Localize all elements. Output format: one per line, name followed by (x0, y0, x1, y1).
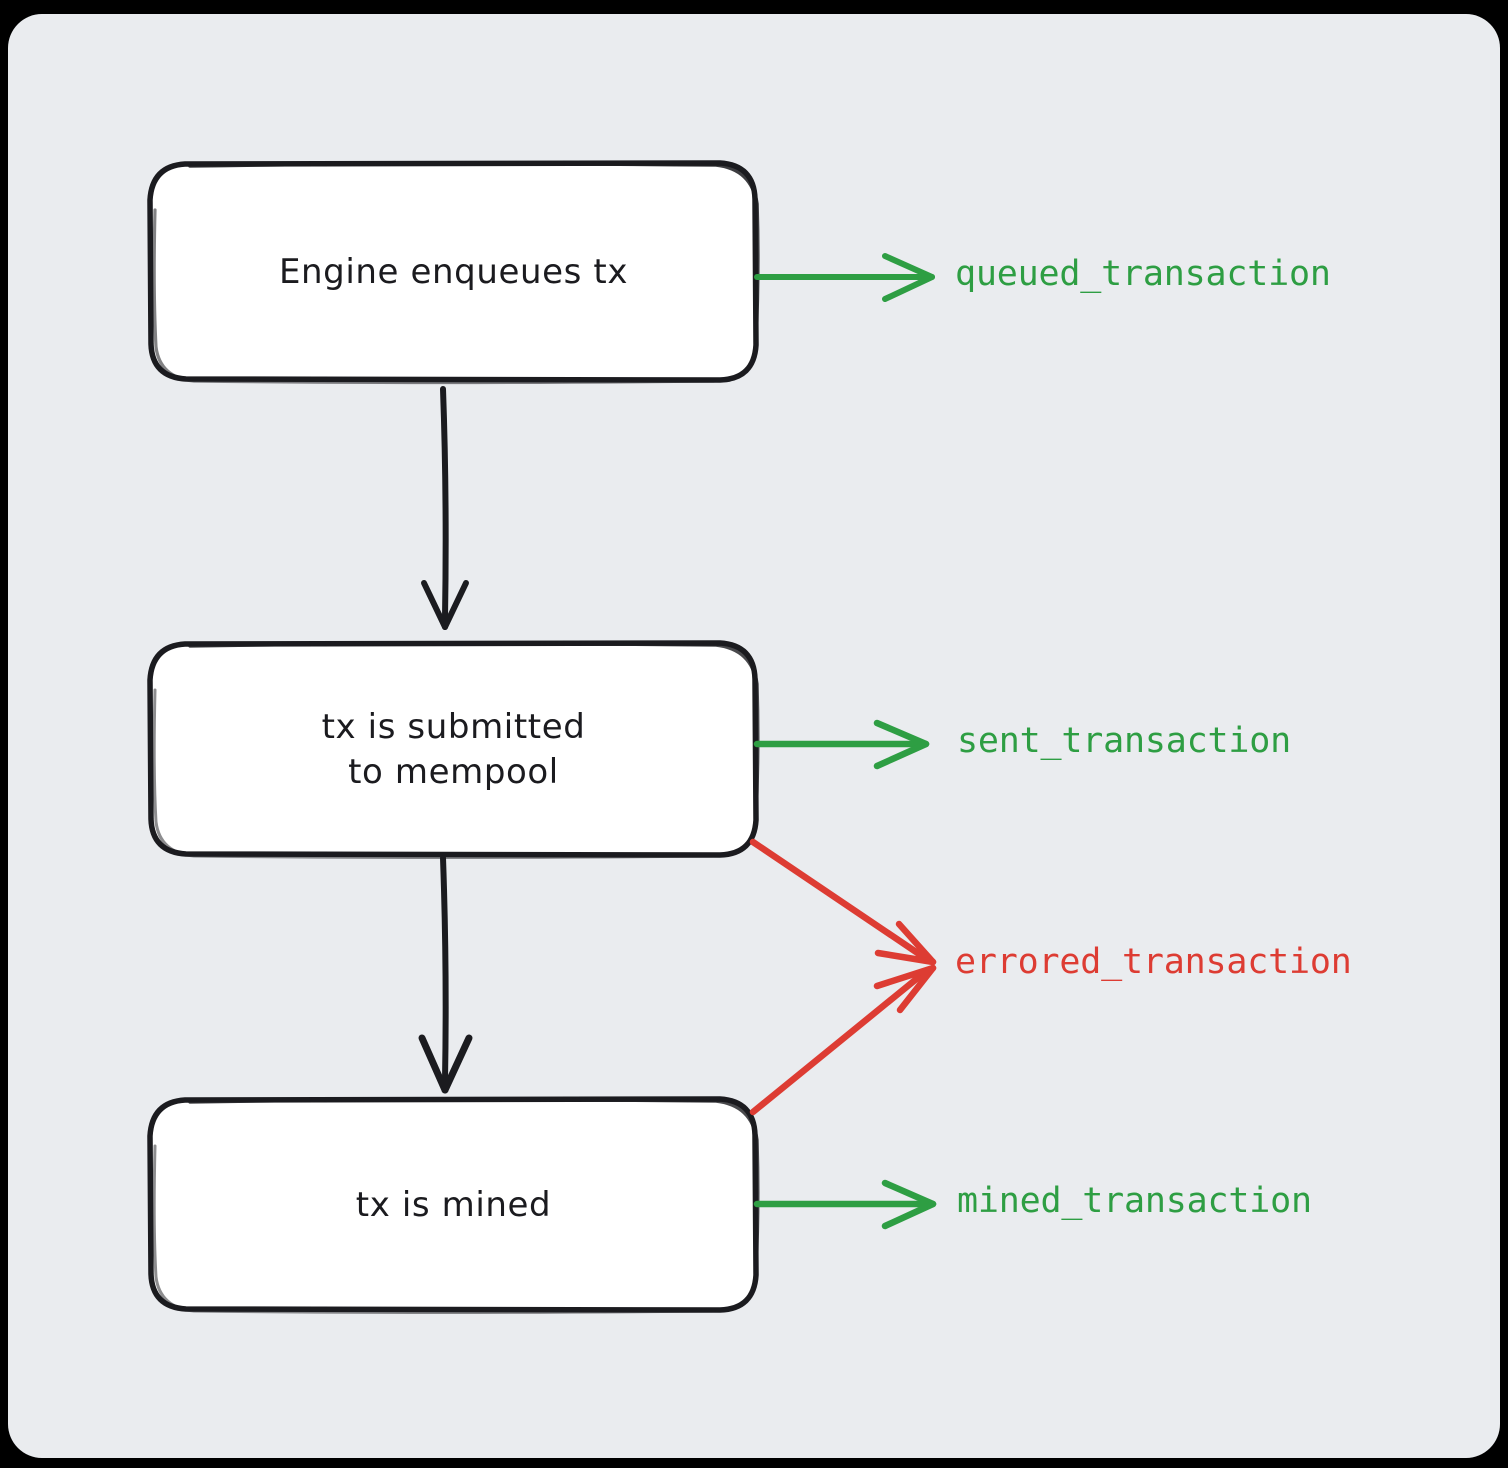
event-label-sent-transaction: sent_transaction (957, 721, 1291, 761)
event-label-errored-transaction: errored_transaction (955, 942, 1352, 982)
event-label-queued-transaction: queued_transaction (955, 254, 1331, 294)
event-label-mined-transaction: mined_transaction (957, 1181, 1312, 1221)
